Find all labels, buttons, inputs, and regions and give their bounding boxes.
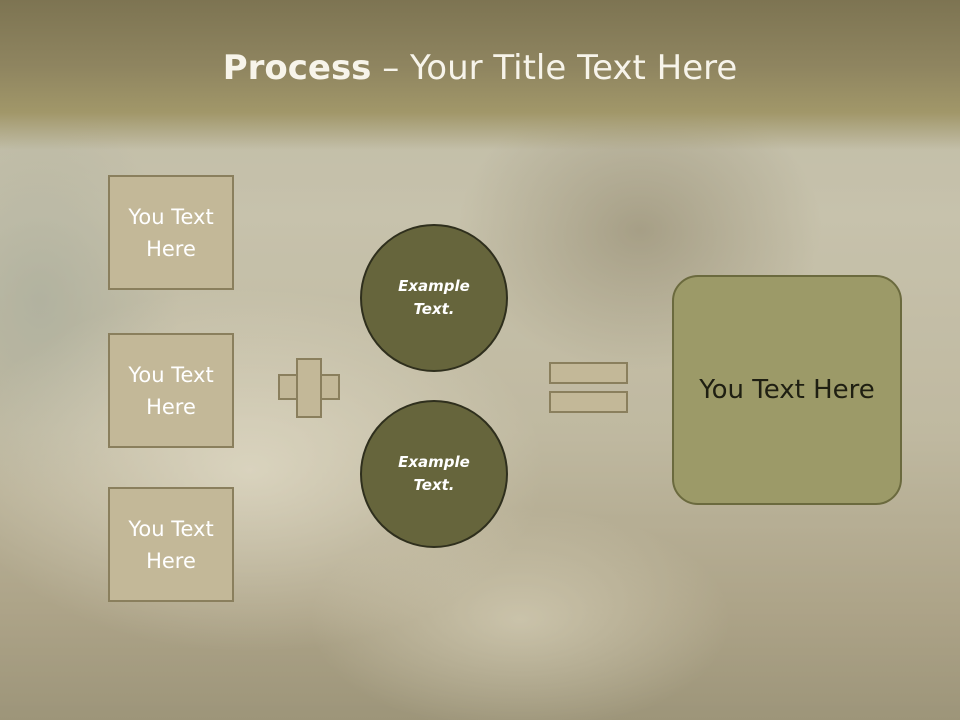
result-box-label: You Text Here [699,375,875,405]
left-box-1[interactable]: You Text Here [108,175,234,290]
example-circle-2-label: Example Text. [398,453,470,494]
result-box[interactable]: You Text Here [672,275,902,505]
left-box-1-label: You Text Here [128,204,214,261]
left-box-3[interactable]: You Text Here [108,487,234,602]
left-box-3-label: You Text Here [128,516,214,573]
example-circle-2[interactable]: Example Text. [360,400,508,548]
example-circle-1[interactable]: Example Text. [360,224,508,372]
left-box-2[interactable]: You Text Here [108,333,234,448]
title-rest: – Your Title Text Here [371,48,738,88]
left-box-2-label: You Text Here [128,362,214,419]
slide-title[interactable]: Process – Your Title Text Here [0,48,960,88]
title-bold: Process [222,48,372,88]
example-circle-1-label: Example Text. [398,277,470,318]
title-band [0,0,960,150]
